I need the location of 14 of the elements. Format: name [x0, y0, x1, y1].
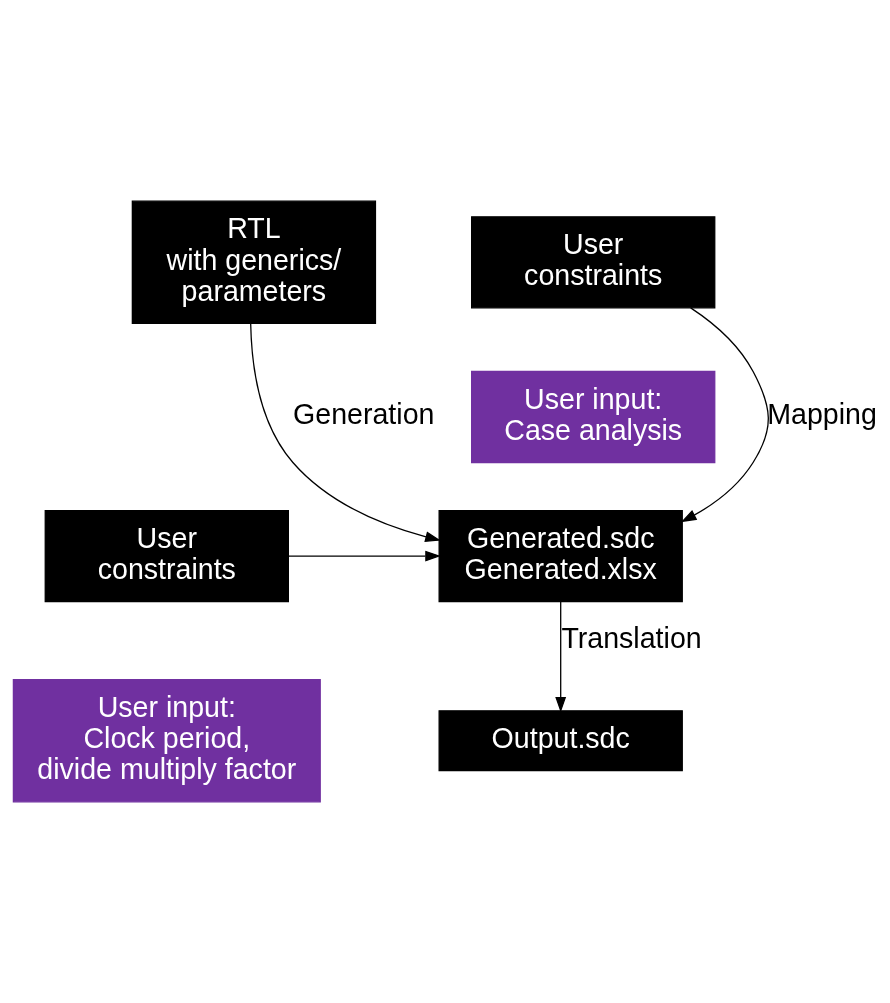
node-box: User constraints	[44, 509, 289, 603]
edge-label: Mapping	[767, 398, 877, 431]
edge-label: Translation	[561, 621, 702, 654]
node-box: User input: Case analysis	[471, 370, 716, 464]
arrow	[287, 550, 441, 562]
node-box: User constraints	[471, 216, 716, 309]
edge-label: Generation	[293, 398, 435, 431]
arrow	[680, 307, 769, 523]
arrow	[555, 601, 567, 713]
arrow	[250, 322, 441, 543]
node-box: User input: Clock period, divide multiply factor	[12, 678, 321, 803]
node-box: Generated.sdc Generated.xlsx	[438, 509, 683, 603]
node-box: Output.sdc	[438, 710, 683, 772]
node-box: RTL with generics/ parameters	[131, 200, 377, 325]
